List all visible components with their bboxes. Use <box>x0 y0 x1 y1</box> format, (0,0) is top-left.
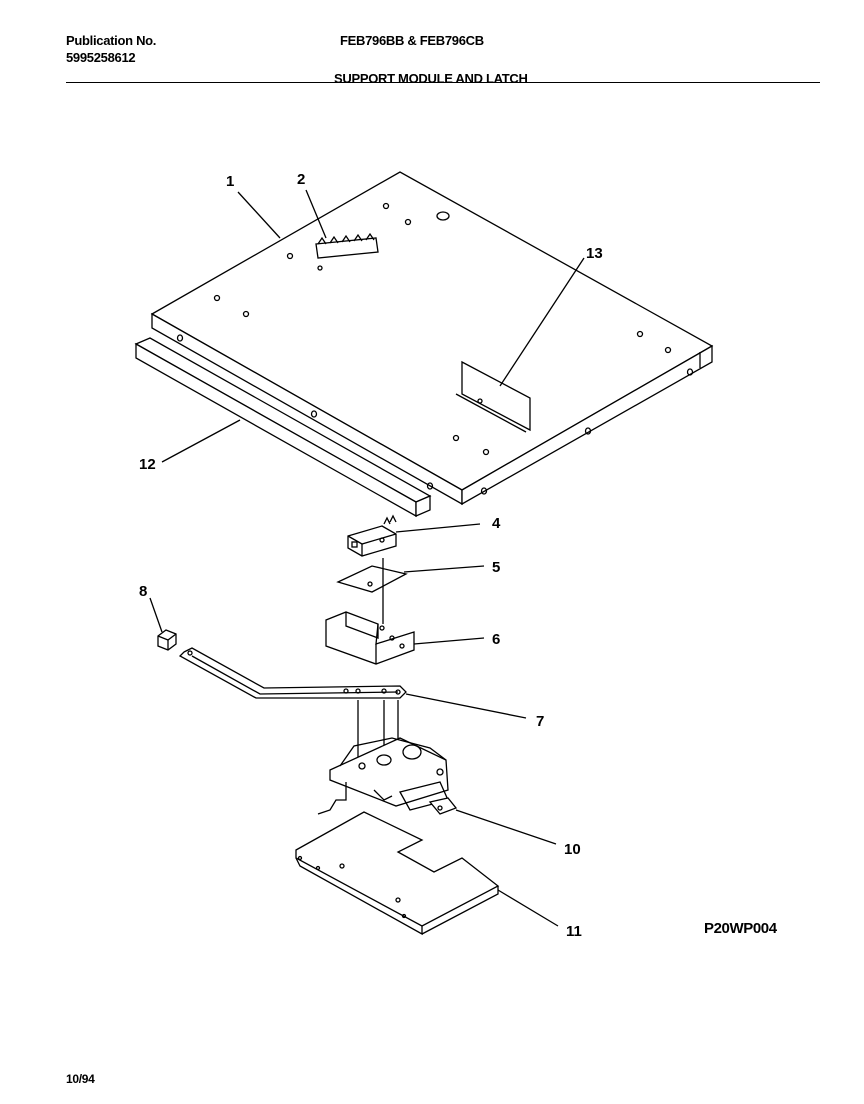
callout-4: 4 <box>492 515 501 532</box>
figure-code: P20WP004 <box>704 920 777 937</box>
callout-11: 11 <box>566 923 582 940</box>
callout-2: 2 <box>297 171 305 188</box>
callout-12: 12 <box>139 456 156 473</box>
callout-7: 7 <box>536 713 544 730</box>
leader-lines <box>149 189 585 927</box>
latch-knob <box>157 629 177 651</box>
header-rule <box>66 82 820 83</box>
latch-rod <box>178 647 407 760</box>
model-numbers: FEB796BB & FEB796CB <box>340 33 484 48</box>
support-panel <box>150 171 714 506</box>
insulator <box>336 558 408 624</box>
base-plate <box>295 811 500 936</box>
publication-label: Publication No. <box>66 33 157 48</box>
callout-1: 1 <box>226 173 234 190</box>
callout-13: 13 <box>586 245 603 262</box>
callout-6: 6 <box>492 631 500 648</box>
latch-switch <box>347 514 397 557</box>
publication-number: 5995258612 <box>66 50 136 65</box>
callout-10: 10 <box>564 841 581 858</box>
shield-plate <box>455 360 531 433</box>
latch-mechanism <box>317 737 449 815</box>
callout-5: 5 <box>492 559 500 576</box>
revision-date: 10/94 <box>66 1072 95 1086</box>
callout-numbers: 1 2 13 12 4 5 6 8 7 10 11 <box>139 171 603 940</box>
callout-8: 8 <box>139 583 147 600</box>
comb-bracket <box>315 232 379 271</box>
link-bracket <box>428 797 458 815</box>
switch-bracket <box>325 611 415 665</box>
front-bar <box>134 337 432 518</box>
